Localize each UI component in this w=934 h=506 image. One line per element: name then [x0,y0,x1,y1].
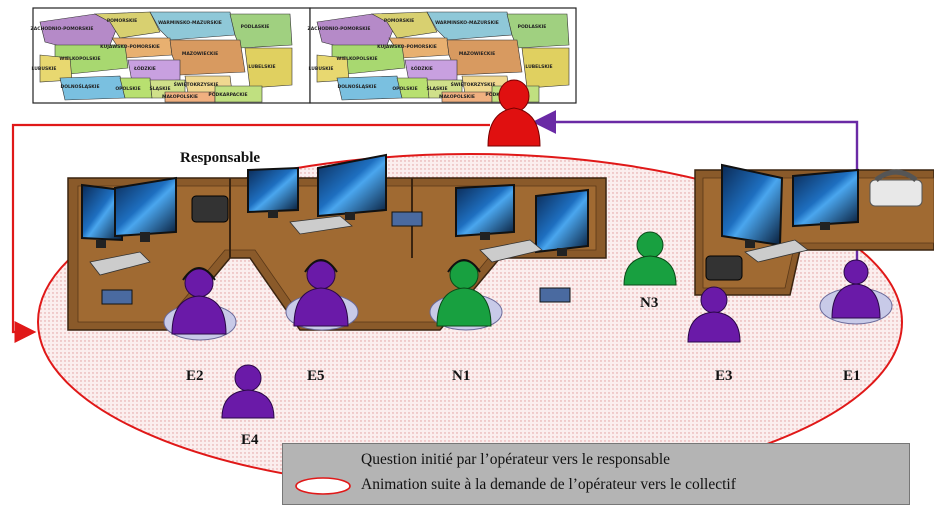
operator-N3 [623,231,677,286]
monitor-2 [114,176,177,242]
map-region-labels-right: ZACHODNIO-POMORSKIE POMORSKIE WARMINSKO-MA… [308,18,553,100]
monitor-3 [247,166,299,218]
map-region-label: MAZOWIECKIE [459,51,495,57]
map-region-label: KUJAWSKO-POMORSKIE [100,44,160,50]
legend-animation-text: Animation suite à la demande de l’opérat… [361,476,736,493]
map-region-label: ZACHODNIO-POMORSKIE [308,26,371,32]
legend: Question initié par l’opérateur vers le … [282,443,910,505]
responsible-to-collective-arrow [11,123,490,343]
map-region-label: MAŁOPOLSKIE [162,94,198,100]
map-region-label: DOLNOŚLĄSKIE [337,83,376,90]
map-region-label: PODLASKIE [518,24,547,30]
responsible-figure [487,79,541,147]
label-responsable: Responsable [180,150,261,166]
router-2 [391,211,423,227]
keyboard-3 [479,239,543,263]
map-region-label: DOLNOŚLĄSKIE [60,83,99,90]
label-N1: N1 [452,368,471,384]
router-1 [101,289,133,305]
phone-2 [705,255,743,281]
map-left [32,7,311,104]
label-E1: E1 [843,368,861,384]
map-region-label: PODLASKIE [241,24,270,30]
phone-3 [869,169,923,207]
map-region-label: ŚLĄSKIE [149,85,170,92]
label-E3: E3 [715,368,733,384]
monitor-7 [721,163,784,248]
map-region-label: ZACHODNIO-POMORSKIE [31,26,94,32]
operator-E4 [221,364,275,419]
keyboard-1 [89,251,151,276]
operator-E5 [293,259,349,327]
map-region-label: POMORSKIE [107,18,137,24]
map-region-label: PODKARPACKIE [208,92,247,98]
map-region-label: ŚWIĘTOKRZYSKIE [451,81,496,88]
operator-E1 [831,259,881,319]
operator-N1 [436,259,492,327]
map-region-label: ŚLĄSKIE [426,85,447,92]
legend-animation-ellipse [295,477,351,495]
map-region-label: KUJAWSKO-POMORSKIE [377,44,437,50]
monitor-1 [81,183,123,248]
label-E4: E4 [241,432,259,448]
map-region-label: LUBELSKIE [248,64,275,70]
map-region-label: ŁÓDZKIE [133,65,156,72]
map-region-label: OPOLSKIE [392,86,417,92]
map-region-label: WARMINSKO-MAZURSKIE [158,20,222,26]
keyboard-2 [289,215,353,235]
label-N3: N3 [640,295,659,311]
map-region-label: WIELKOPOLSKIE [59,56,100,62]
map-region-label: WIELKOPOLSKIE [336,56,377,62]
map-region-label: MAŁOPOLSKIE [439,94,475,100]
map-region-label: ŚWIĘTOKRZYSKIE [174,81,219,88]
monitor-8 [792,168,859,230]
map-region-label: WARMINSKO-MAZURSKIE [435,20,499,26]
map-region-labels-left: ZACHODNIO-POMORSKIE POMORSKIE WARMINSKO-MA… [31,18,276,100]
phone-1 [191,195,229,223]
label-E5: E5 [307,368,325,384]
map-region-label: ŁÓDZKIE [410,65,433,72]
router-3 [539,287,571,303]
map-region-label: MAZOWIECKIE [182,51,218,57]
operator-E2 [171,267,227,335]
map-region-label: OPOLSKIE [115,86,140,92]
monitor-4 [317,153,387,220]
monitor-5 [455,183,515,240]
map-region-label: LUBUSKIE [309,66,334,72]
operator-E3 [687,286,741,343]
monitor-6 [535,188,589,256]
legend-question-text: Question initié par l’opérateur vers le … [361,451,671,468]
map-region-label: LUBELSKIE [525,64,552,70]
map-region-label: POMORSKIE [384,18,414,24]
label-E2: E2 [186,368,204,384]
map-region-label: LUBUSKIE [32,66,57,72]
keyboard-4 [744,239,809,263]
